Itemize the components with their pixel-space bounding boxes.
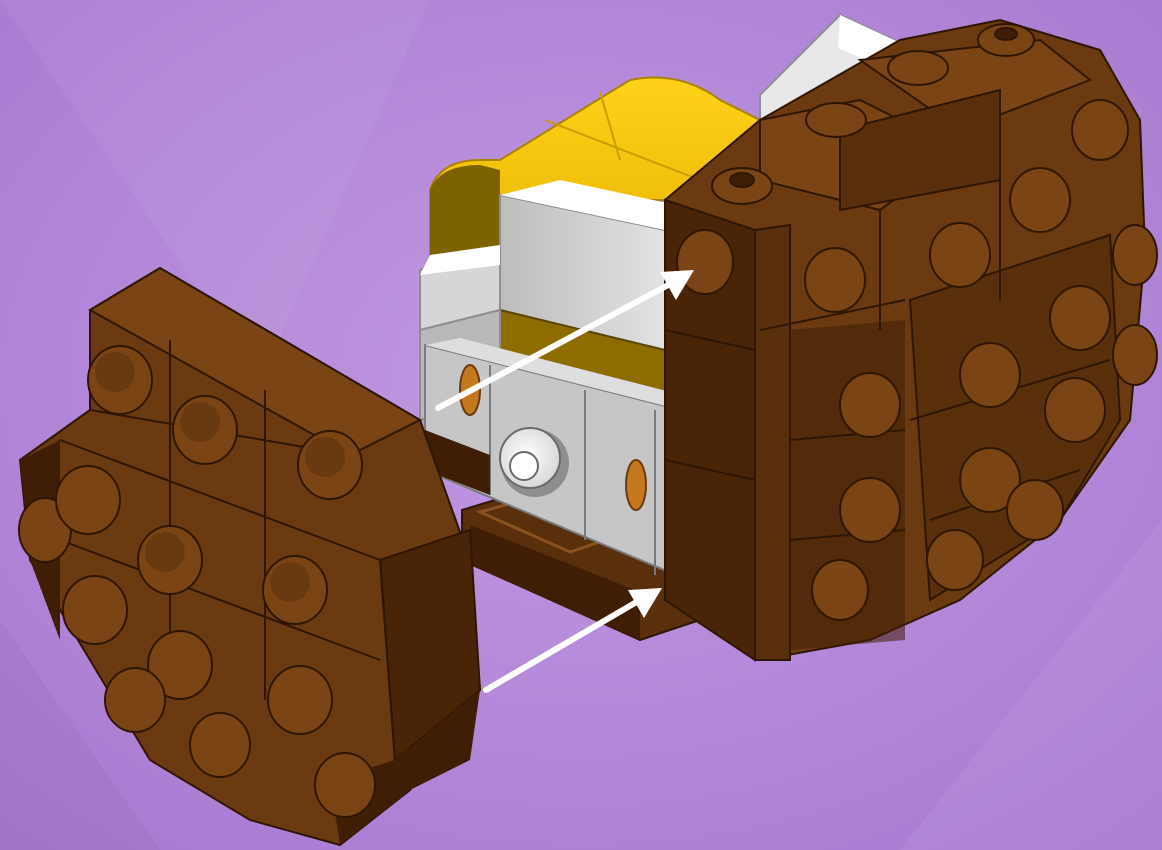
illustration-canvas: [0, 0, 1162, 850]
lego-instruction-illustration: [0, 0, 1162, 850]
